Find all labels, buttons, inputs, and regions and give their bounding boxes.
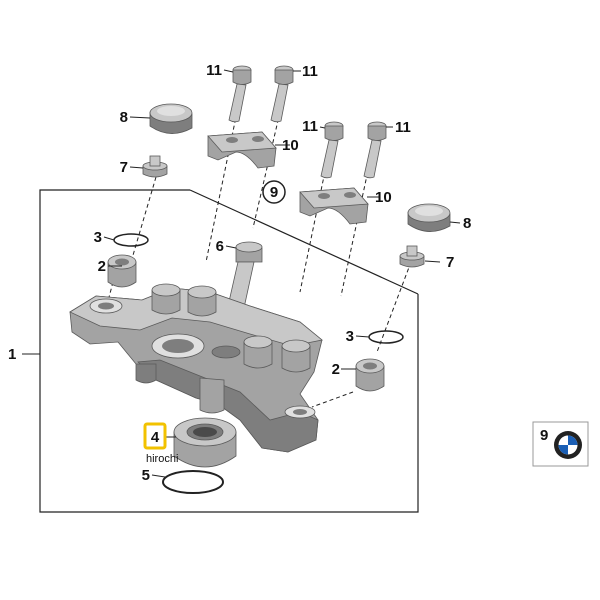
label-bearing-shell-left: 2 [98, 258, 106, 275]
label-clamp-right: 10 [375, 189, 392, 206]
label-bolt-b: 11 [302, 63, 318, 80]
bearing [173, 417, 237, 468]
label-ring: 5 [142, 467, 150, 484]
label-oring-right: 3 [346, 328, 354, 345]
label-bearing-shell-right: 2 [332, 361, 340, 378]
label-bearing-highlight: 4 [143, 422, 167, 450]
nut-left [142, 155, 168, 178]
callout-labels: 1 2 2 3 3 5 6 7 7 8 8 10 10 11 11 11 11 [8, 62, 471, 484]
inset-box: 9 [532, 421, 589, 467]
label-bearing: 4 [151, 429, 160, 446]
bearing-shell-left [107, 254, 137, 288]
label-stem-pin: 6 [216, 238, 224, 255]
nut-right [399, 245, 425, 268]
label-frame: 1 [8, 346, 16, 363]
circled-ref-9: 9 [262, 180, 286, 204]
label-bolt-d: 11 [395, 119, 411, 136]
label-bolt-c: 11 [302, 118, 318, 135]
bmw-logo [554, 431, 582, 459]
bolt-d [363, 121, 387, 179]
label-nut-left: 7 [120, 159, 128, 176]
oring-left [113, 233, 149, 247]
label-clamp-left: 10 [282, 137, 299, 154]
cap-left [149, 103, 193, 134]
label-oring-left: 3 [94, 229, 102, 246]
assembly-frame-top [189, 189, 419, 295]
label-bolt-a: 11 [206, 62, 222, 79]
bolt-b [270, 65, 294, 123]
label-nut-right: 7 [446, 254, 454, 271]
inset-label: 9 [540, 427, 548, 444]
label-cap-right: 8 [463, 215, 471, 232]
bearing-shell-right [355, 358, 385, 392]
fork-bridge [69, 283, 323, 453]
bolt-a [228, 65, 252, 123]
oring-right [368, 330, 404, 344]
cap-right [407, 203, 451, 232]
bolt-c [320, 121, 344, 179]
ring [162, 470, 224, 494]
assembly-frame [39, 189, 419, 513]
clamp-right [299, 187, 369, 225]
watermark-text: hirochi [146, 453, 178, 465]
label-cap-left: 8 [120, 109, 128, 126]
clamp-left [207, 131, 277, 169]
svg-text:9: 9 [270, 184, 278, 201]
leader-lines [22, 69, 461, 478]
